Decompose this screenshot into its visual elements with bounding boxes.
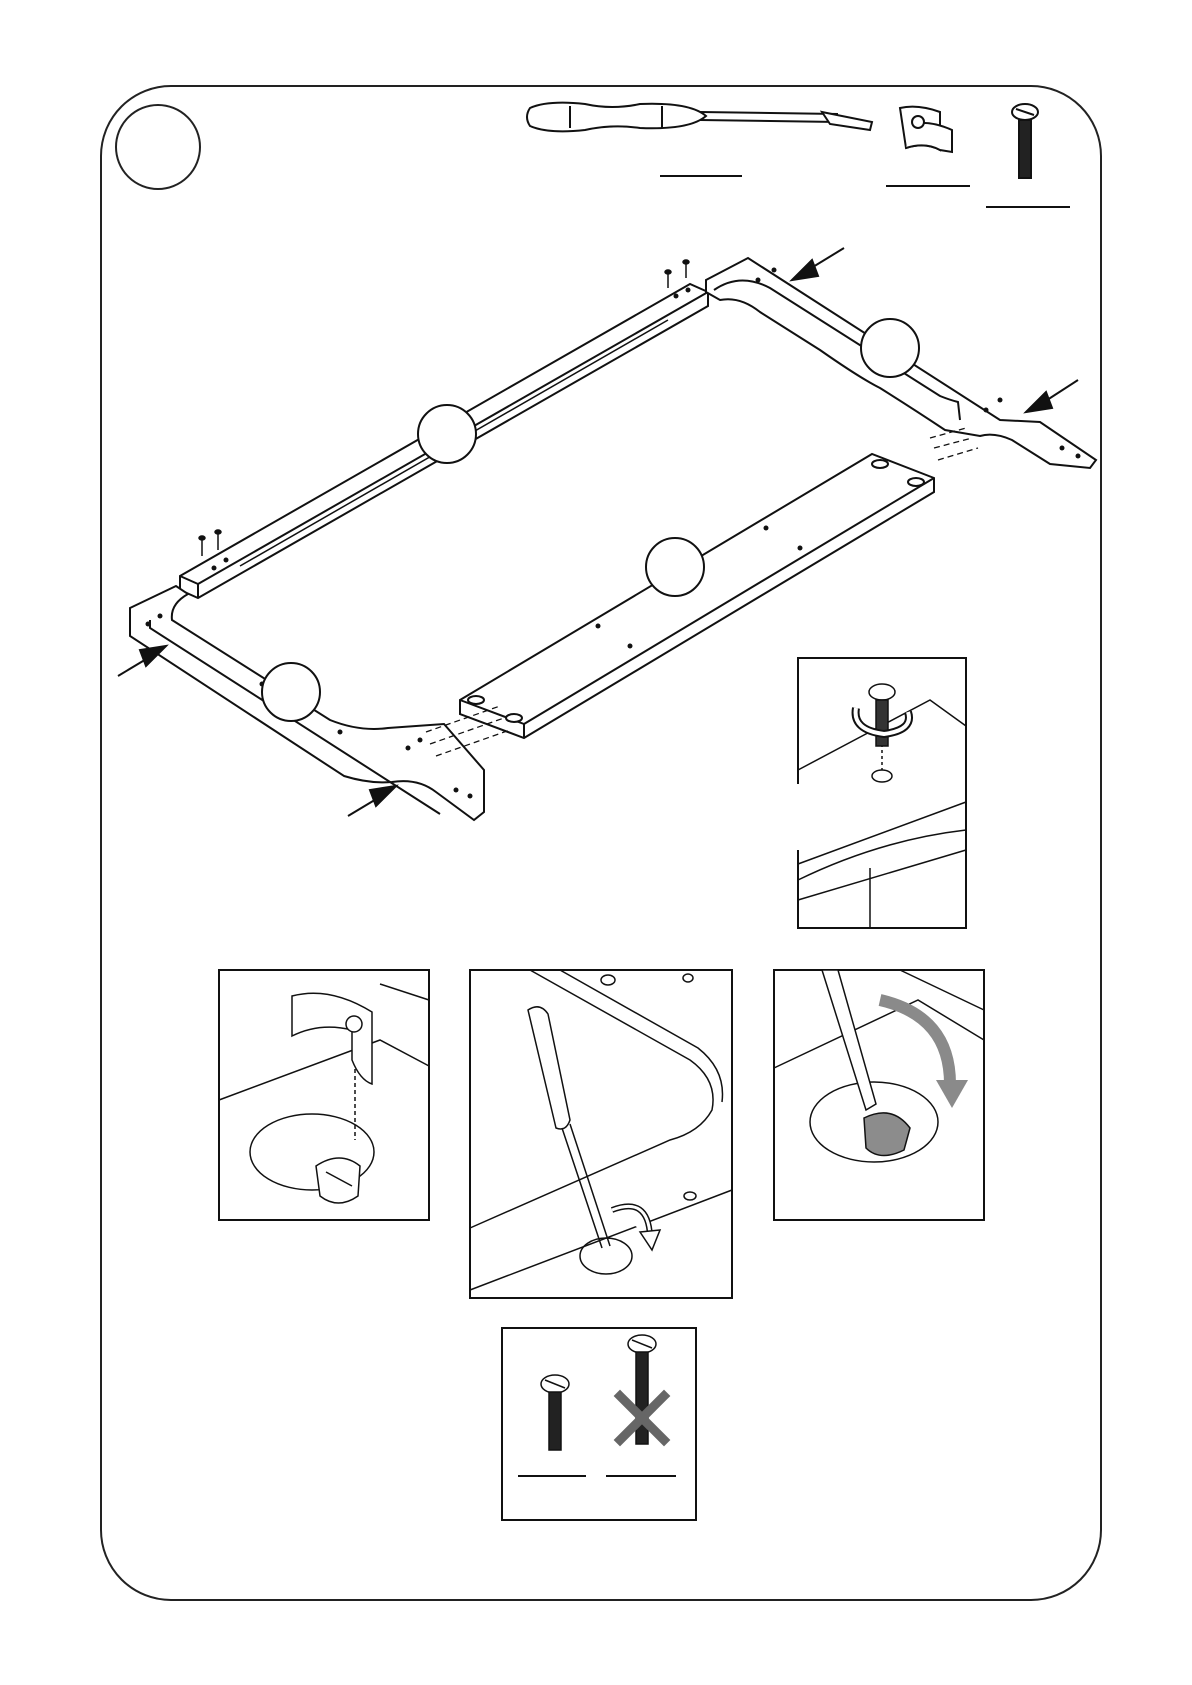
detail-clip-insert — [219, 970, 429, 1220]
screw-comparison — [502, 1328, 696, 1520]
screw-icon — [1012, 104, 1038, 178]
step-number-circle — [116, 105, 200, 189]
arrow-icon-left — [118, 646, 166, 676]
arrow-icon-right — [1026, 380, 1078, 412]
arrow-icon-top-right — [792, 248, 844, 280]
callout-end-bracket-right — [861, 319, 919, 377]
cam-lock-icon — [316, 1158, 360, 1203]
detail-screw-insert — [798, 658, 966, 928]
screwdriver-icon — [527, 103, 872, 132]
detail-cam-lock — [774, 970, 984, 1220]
callout-center-panel — [646, 538, 704, 596]
detail-screwdriver-turn — [470, 970, 732, 1298]
callout-end-bracket-left — [262, 663, 320, 721]
callout-long-rail — [418, 405, 476, 463]
cam-clip-icon — [900, 107, 952, 152]
arrow-icon-bottom — [348, 786, 396, 816]
